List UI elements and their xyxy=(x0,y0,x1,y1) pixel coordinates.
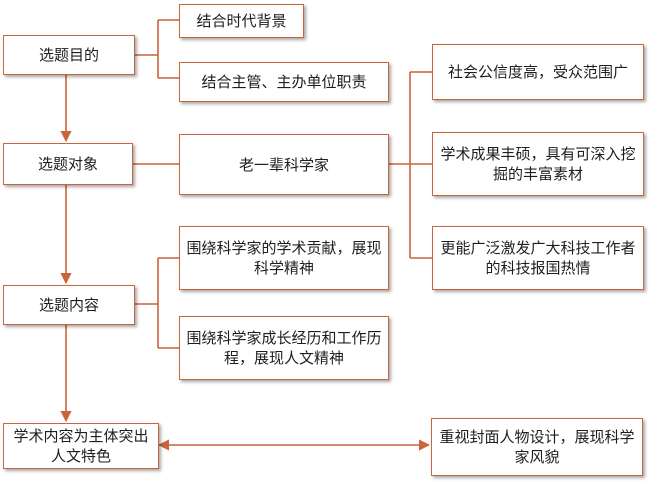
content-branch-connector xyxy=(135,257,179,349)
node-purpose-label: 选题目的 xyxy=(38,46,99,64)
node-object-main-label: 老一辈科学家 xyxy=(238,155,329,174)
node-purpose: 选题目的 xyxy=(3,35,135,75)
node-object-achievement-label: 学术成果丰硕，具有可深入挖掘的丰富素材 xyxy=(440,145,636,183)
node-cover: 重视封面人物设计，展现科学家风貌 xyxy=(431,418,643,476)
node-object-achievement: 学术成果丰硕，具有可深入挖掘的丰富素材 xyxy=(432,132,644,196)
node-object-label: 选题对象 xyxy=(37,155,98,173)
node-content-growth-label: 围绕科学家成长经历和工作历程，展现人文精神 xyxy=(186,329,382,367)
node-object-inspire-label: 更能广泛激发广大科技工作者的科技报国热情 xyxy=(440,239,636,277)
node-content-growth: 围绕科学家成长经历和工作历程，展现人文精神 xyxy=(179,316,389,380)
node-object-credibility: 社会公信度高，受众范围广 xyxy=(432,44,644,100)
node-feature: 学术内容为主体突出人文特色 xyxy=(3,423,159,469)
node-content-academic: 围绕科学家的学术贡献，展现科学精神 xyxy=(179,226,389,290)
purpose-branch-connector xyxy=(135,19,179,79)
node-feature-label: 学术内容为主体突出人文特色 xyxy=(13,427,149,465)
node-cover-label: 重视封面人物设计，展现科学家风貌 xyxy=(439,428,635,466)
node-purpose-duty: 结合主管、主办单位职责 xyxy=(179,62,389,102)
node-object-credibility-label: 社会公信度高，受众范围广 xyxy=(447,63,628,81)
node-object-inspire: 更能广泛激发广大科技工作者的科技报国热情 xyxy=(432,226,644,290)
node-object: 选题对象 xyxy=(3,143,133,185)
node-purpose-duty-label: 结合主管、主办单位职责 xyxy=(201,73,367,91)
main-branch-connector xyxy=(389,71,432,259)
node-purpose-era: 结合时代背景 xyxy=(179,4,304,38)
node-object-main: 老一辈科学家 xyxy=(179,134,389,195)
node-purpose-era-label: 结合时代背景 xyxy=(196,12,287,30)
node-content-academic-label: 围绕科学家的学术贡献，展现科学精神 xyxy=(186,239,382,277)
node-content-label: 选题内容 xyxy=(38,296,99,314)
node-content: 选题内容 xyxy=(3,285,135,325)
